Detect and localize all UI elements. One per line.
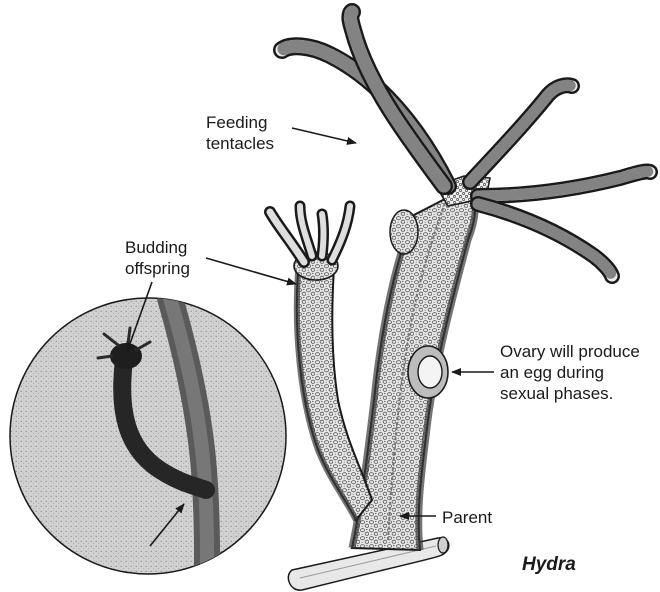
ovary: [408, 346, 448, 398]
arrow-budding-offspring-body: [206, 258, 296, 284]
arrow-feeding-tentacles: [292, 128, 356, 143]
label-ovary: Ovary will produce an egg during sexual …: [500, 341, 640, 404]
magnified-photo-inset: [10, 298, 286, 592]
budding-offspring: [270, 206, 372, 520]
parent-hydra: [352, 176, 490, 550]
label-budding-offspring: Budding offspring: [125, 237, 190, 279]
label-feeding-tentacles: Feeding tentacles: [206, 112, 274, 154]
label-parent: Parent: [442, 507, 492, 528]
figure-title: Hydra: [522, 554, 576, 576]
